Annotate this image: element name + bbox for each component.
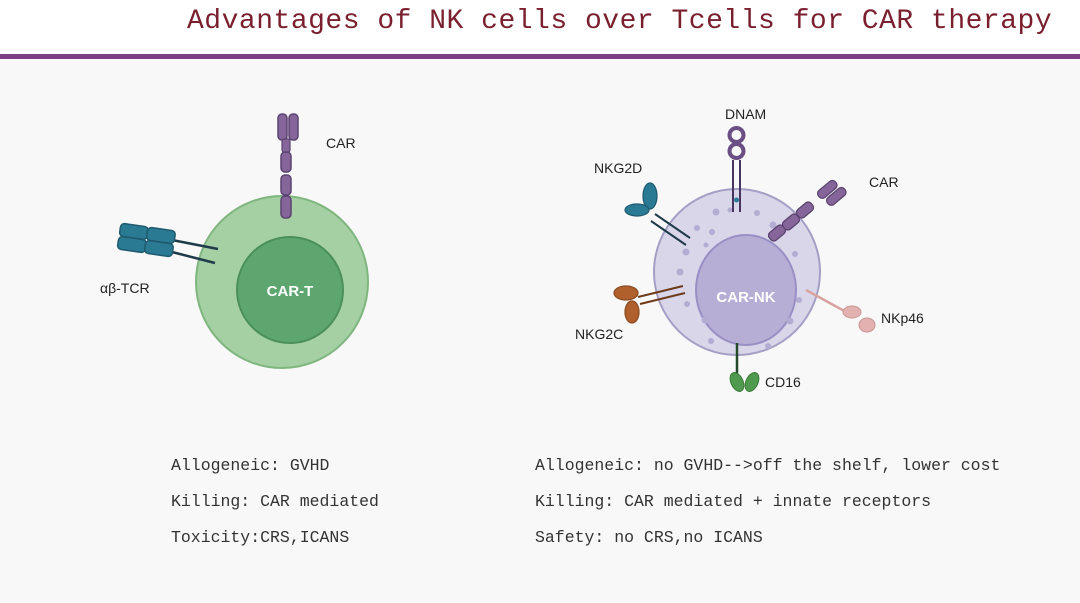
car-t-note-killing: Killing: CAR mediated (171, 492, 379, 511)
dnam-receptor (727, 126, 746, 212)
nkg2d-label: NKG2D (594, 160, 642, 176)
car-t-cell: CAR-T CAR αβ-TCR (100, 113, 369, 369)
car-nk-cell: CAR-NK (575, 106, 924, 392)
title-bar: Advantages of NK cells over Tcells for C… (0, 0, 1080, 54)
car-nk-car-label: CAR (869, 174, 899, 190)
cell-diagram: CAR-T CAR αβ-TCR (100, 106, 924, 392)
car-t-nucleus-label: CAR-T (267, 283, 314, 300)
nkg2d-receptor (624, 182, 691, 246)
car-t-note-toxicity: Toxicity:CRS,ICANS (171, 528, 350, 547)
car-nk-car-receptor (767, 179, 847, 242)
slide-title: Advantages of NK cells over Tcells for C… (187, 6, 1053, 37)
car-nk-nucleus-label: CAR-NK (716, 289, 775, 306)
car-nk-note-allogeneic: Allogeneic: no GVHD-->off the shelf, low… (535, 456, 1001, 475)
dnam-label: DNAM (725, 106, 766, 122)
car-t-car-label: CAR (326, 135, 356, 151)
car-t-nucleus (236, 236, 344, 344)
car-t-car-receptor (277, 113, 299, 219)
tcr-receptor (116, 222, 219, 265)
title-divider (0, 54, 1080, 59)
cd16-receptor (729, 343, 760, 392)
nkp46-label: NKp46 (881, 310, 924, 326)
nkg2c-receptor (613, 285, 686, 324)
car-nk-nucleus (695, 234, 797, 346)
car-nk-note-safety: Safety: no CRS,no ICANS (535, 528, 763, 547)
nk-granules (676, 207, 802, 349)
car-nk-notes: Allogeneic: no GVHD-->off the shelf, low… (535, 448, 1000, 556)
cd16-label: CD16 (765, 374, 801, 390)
car-t-notes: Allogeneic: GVHD Killing: CAR mediated T… (171, 448, 379, 556)
nkg2c-label: NKG2C (575, 326, 623, 342)
nkp46-receptor (805, 288, 876, 333)
tcr-label: αβ-TCR (100, 280, 150, 296)
car-nk-note-killing: Killing: CAR mediated + innate receptors (535, 492, 932, 511)
car-t-note-allogeneic: Allogeneic: GVHD (171, 456, 330, 475)
